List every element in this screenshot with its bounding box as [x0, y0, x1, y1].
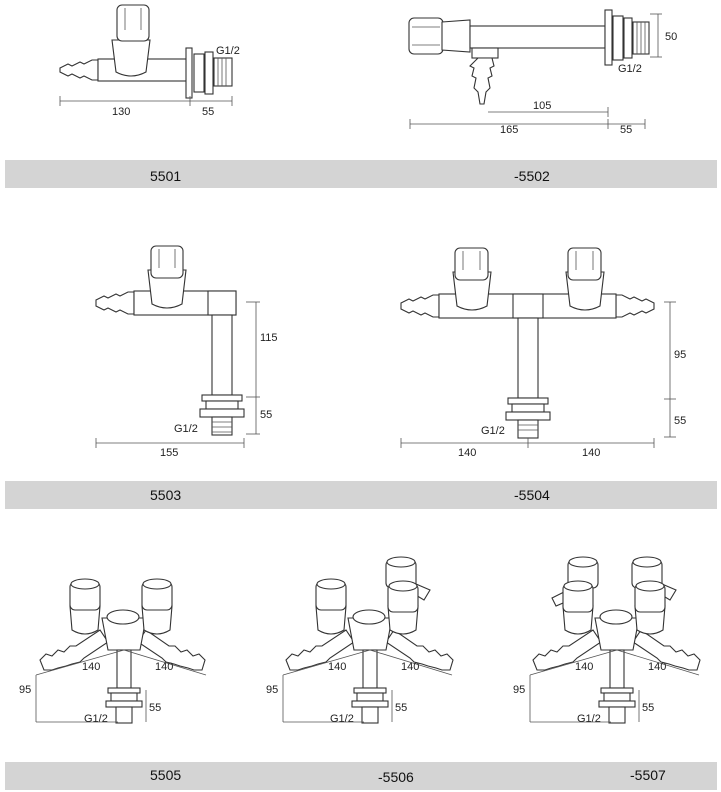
dim-5503-thread: G1/2 [174, 423, 198, 435]
band-3 [5, 762, 717, 790]
dim-5507-thread: G1/2 [577, 713, 601, 725]
dim-5502-thread: G1/2 [618, 63, 642, 75]
valve-5504-drawing [400, 247, 676, 448]
dim-5505-thread: G1/2 [84, 713, 108, 725]
dim-5507-height: 95 [513, 684, 525, 696]
dim-5502-total: 165 [500, 124, 518, 136]
valve-5506-drawing [282, 556, 454, 724]
valve-5501-drawing [59, 4, 233, 106]
dim-5503-width: 155 [160, 447, 178, 459]
label-5501: 5501 [150, 168, 181, 184]
dim-5505-left: 140 [82, 661, 100, 673]
band-1 [5, 160, 717, 188]
dim-5502-inner: 105 [533, 100, 551, 112]
dim-5506-left: 140 [328, 661, 346, 673]
dim-5504-thread: G1/2 [481, 425, 505, 437]
dim-5502-thread-length: 55 [620, 124, 632, 136]
valve-5503-drawing [95, 245, 260, 448]
dim-5503-thread-length: 55 [260, 409, 272, 421]
label-5503: 5503 [150, 487, 181, 503]
dim-5507-left: 140 [575, 661, 593, 673]
dim-5504-left: 140 [458, 447, 476, 459]
dim-5507-thread-length: 55 [642, 702, 654, 714]
valve-5502-drawing [408, 9, 662, 129]
dim-5505-thread-length: 55 [149, 702, 161, 714]
band-2 [5, 481, 717, 509]
dim-5505-height: 95 [19, 684, 31, 696]
dim-5504-right: 140 [582, 447, 600, 459]
dim-5506-thread: G1/2 [330, 713, 354, 725]
valve-5505-drawing [35, 578, 207, 724]
dim-5506-right: 140 [401, 661, 419, 673]
dim-5506-thread-length: 55 [395, 702, 407, 714]
label-5504: -5504 [514, 487, 550, 503]
dim-5506-height: 95 [266, 684, 278, 696]
dim-5504-thread-length: 55 [674, 415, 686, 427]
dim-5501-length: 130 [112, 106, 130, 118]
label-5506: -5506 [378, 769, 414, 785]
label-5507: -5507 [630, 767, 666, 783]
dim-5505-right: 140 [155, 661, 173, 673]
dim-5507-right: 140 [648, 661, 666, 673]
dim-5501-thread-length: 55 [202, 106, 214, 118]
dim-5503-vertical: 115 [260, 332, 278, 344]
label-5502: -5502 [514, 168, 550, 184]
dim-5501-thread: G1/2 [216, 45, 240, 57]
label-5505: 5505 [150, 767, 181, 783]
dim-5502-height: 50 [665, 31, 677, 43]
valve-5507-drawing [529, 556, 701, 724]
dim-5504-vertical: 95 [674, 349, 686, 361]
